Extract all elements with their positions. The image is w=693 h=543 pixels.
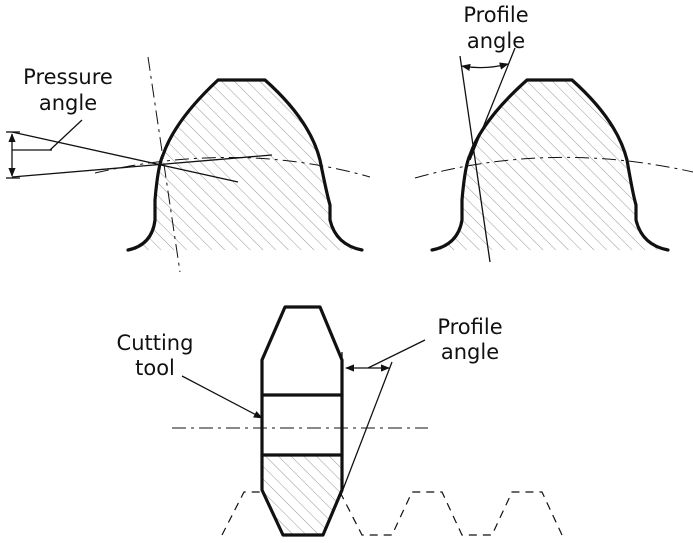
tool-leader-cutting [181, 375, 263, 419]
tool-outline [260, 305, 344, 537]
cutting-tool-label-line1: Cutting [116, 331, 194, 355]
left-tangent-line [11, 131, 239, 183]
left-leader-pressure [49, 119, 83, 151]
right-pitch-circle [414, 156, 693, 179]
profile-angle-bottom-label-line1: Profile [437, 315, 503, 339]
rack-profile [221, 491, 563, 536]
left-gear-tooth [6, 56, 371, 273]
rack-dashed-outline [221, 491, 563, 536]
cutting-tool-label-line2: tool [135, 356, 175, 380]
pressure-angle-label-line2: angle [38, 91, 98, 115]
right-gear-tooth [414, 47, 693, 263]
right-radial-line [459, 55, 491, 263]
tool-lower-hatch [262, 455, 342, 535]
right-tooth-outline [430, 78, 670, 252]
pressure-angle-label-line1: Pressure [23, 65, 113, 89]
left-pitch-line [11, 154, 273, 178]
tool-profile-line [341, 361, 393, 493]
profile-angle-bottom-label-line2: angle [440, 340, 500, 364]
right-angle-arc [461, 62, 509, 71]
profile-angle-top-label-line1: Profile [463, 3, 529, 27]
profile-angle-top-label-line2: angle [466, 29, 526, 53]
tool-leader-profile [367, 339, 426, 369]
left-tooth-hatch [128, 80, 362, 250]
cutting-tool [172, 305, 428, 537]
left-tooth-outline [126, 78, 364, 252]
